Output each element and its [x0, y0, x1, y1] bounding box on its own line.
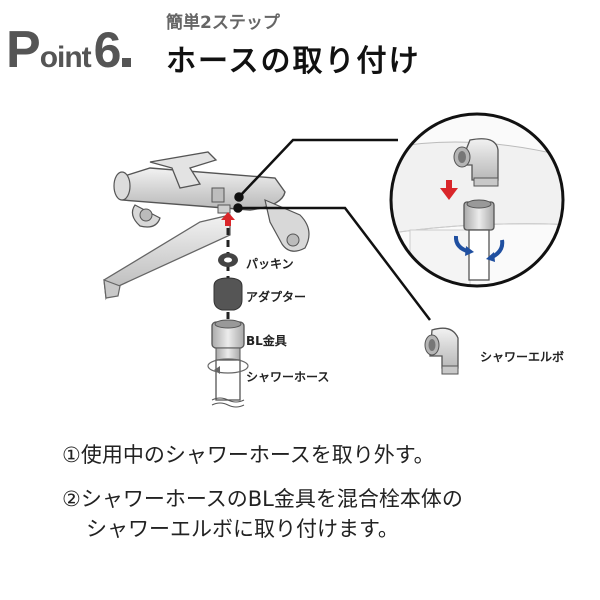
- step-1: ①使用中のシャワーホースを取り外す。: [62, 440, 582, 470]
- label-shower-hose: シャワーホース: [246, 370, 330, 384]
- rotate-arrow-icon: [207, 358, 249, 374]
- shower-hose-icon: [207, 358, 249, 408]
- step-text-continuation: シャワーエルボに取り付けます。: [86, 517, 399, 541]
- illustration: パッキン アダプター BL金具 シャワーホース シャワーエルボ: [0, 100, 600, 430]
- faucet-spout: [103, 214, 231, 301]
- page-title: ホースの取り付け: [166, 44, 421, 79]
- packing-icon: [218, 253, 238, 267]
- point-letter: P: [6, 21, 41, 79]
- detail-zoom-circle: [389, 112, 565, 288]
- header: Point6 簡単2ステップ ホースの取り付け: [0, 0, 600, 100]
- bl-fitting-icon: [211, 319, 245, 361]
- label-shower-elbow: シャワーエルボ: [480, 350, 565, 364]
- shower-elbow-detail-icon: [453, 138, 499, 187]
- step-text: シャワーホースのBL金具を混合栓本体の: [80, 487, 463, 511]
- adapter-icon: [213, 277, 243, 311]
- step-marker: ①: [62, 443, 81, 467]
- subtitle: 簡単2ステップ: [166, 13, 280, 33]
- instruction-steps: ①使用中のシャワーホースを取り外す。 ②シャワーホースのBL金具を混合栓本体の …: [62, 440, 582, 558]
- red-arrow-up-icon: [221, 212, 235, 226]
- step-text: 使用中のシャワーホースを取り外す。: [80, 443, 435, 467]
- point-word-rest: oint: [39, 41, 92, 74]
- shower-elbow-icon: [424, 327, 459, 375]
- label-bl-fitting: BL金具: [246, 334, 287, 348]
- point-number: 6: [93, 22, 122, 78]
- step-marker: ②: [62, 487, 81, 511]
- point-badge: Point6: [6, 20, 132, 80]
- label-adapter: アダプター: [246, 290, 307, 304]
- step-2: ②シャワーホースのBL金具を混合栓本体の シャワーエルボに取り付けます。: [62, 484, 582, 544]
- point-dot: [122, 58, 132, 67]
- red-arrow-down-icon: [440, 180, 458, 200]
- faucet-diagram: [103, 112, 565, 408]
- leader-lines: [233, 138, 431, 321]
- label-packing: パッキン: [246, 257, 294, 271]
